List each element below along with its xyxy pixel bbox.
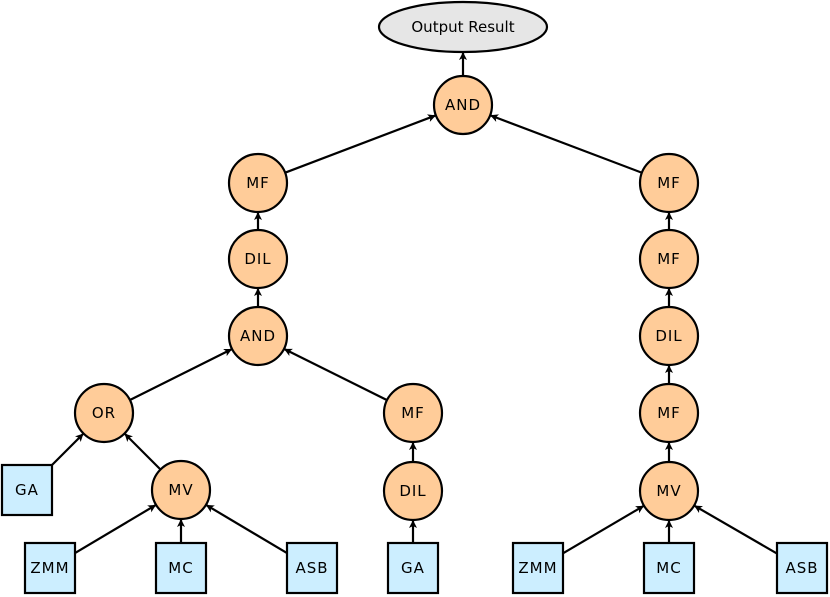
operator-node-and_l: AND	[227, 305, 289, 367]
edge-zmm_l-to-mv_l	[74, 503, 157, 555]
input-label: MC	[168, 559, 193, 577]
input-label: ASB	[785, 559, 818, 577]
operator-circle	[227, 152, 289, 214]
input-box	[386, 541, 440, 595]
operator-label: MF	[657, 250, 681, 268]
edge-zmm_r-to-mv_r	[562, 504, 645, 555]
operator-label: MF	[246, 174, 270, 192]
operator-circle	[382, 382, 444, 444]
operator-circle	[150, 459, 212, 521]
operator-circle	[638, 305, 700, 367]
operator-label: MF	[657, 404, 681, 422]
operator-label: DIL	[655, 327, 682, 345]
operator-node-dil_r: DIL	[638, 305, 700, 367]
edge-or_l-to-and_l	[129, 347, 233, 402]
input-node-ga_1: GA	[0, 463, 54, 517]
operator-label: MV	[168, 481, 193, 499]
operator-node-and_top: AND	[432, 74, 494, 136]
operator-circle	[432, 74, 494, 136]
operator-label: OR	[92, 404, 116, 422]
operator-circle	[638, 152, 700, 214]
edge-mv_l-to-or_l	[123, 432, 162, 471]
operator-node-dil_l2: DIL	[382, 460, 444, 522]
operator-label: AND	[240, 327, 276, 345]
edge-asb_l-to-mv_l	[205, 503, 288, 555]
edge-mf_r1-to-and_top	[489, 114, 643, 174]
operator-node-mv_r: MV	[638, 460, 700, 522]
input-label: ASB	[295, 559, 328, 577]
input-label: MC	[656, 559, 681, 577]
input-box	[154, 541, 208, 595]
operator-node-mf_r1: MF	[638, 152, 700, 214]
operator-node-or_l: OR	[73, 382, 135, 444]
operator-circle	[227, 228, 289, 290]
input-box	[0, 463, 54, 517]
input-label: GA	[15, 481, 39, 499]
operator-label: MV	[656, 482, 681, 500]
edge-mf_l1-to-and_top	[284, 114, 437, 174]
input-label: GA	[401, 559, 425, 577]
operator-label: MF	[657, 174, 681, 192]
operator-circle	[638, 228, 700, 290]
output-node-label: Output Result	[411, 18, 514, 36]
input-box	[23, 541, 77, 595]
edge-ga_1-to-or_l	[51, 432, 85, 466]
input-node-zmm_l: ZMM	[23, 541, 77, 595]
operator-label: DIL	[399, 482, 426, 500]
input-box	[642, 541, 696, 595]
edge-asb_r-to-mv_r	[693, 504, 778, 555]
operator-node-mf_l2: MF	[382, 382, 444, 444]
output-node: Output Result	[377, 0, 549, 54]
input-node-ga_2: GA	[386, 541, 440, 595]
operator-circle	[227, 305, 289, 367]
input-box	[511, 541, 565, 595]
input-node-asb_l: ASB	[285, 541, 339, 595]
operator-node-mf_r2: MF	[638, 228, 700, 290]
edge-mf_l2-to-and_l	[283, 347, 388, 402]
operator-circle	[638, 382, 700, 444]
operator-label: MF	[401, 404, 425, 422]
operator-circle	[382, 460, 444, 522]
input-node-asb_r: ASB	[775, 541, 829, 595]
input-box	[285, 541, 339, 595]
operator-node-dil_l1: DIL	[227, 228, 289, 290]
input-node-zmm_r: ZMM	[511, 541, 565, 595]
input-label: ZMM	[30, 559, 69, 577]
input-label: ZMM	[518, 559, 557, 577]
input-node-mc_l: MC	[154, 541, 208, 595]
operator-label: DIL	[244, 250, 271, 268]
output-ellipse	[377, 0, 549, 54]
operator-label: AND	[445, 96, 481, 114]
input-node-mc_r: MC	[642, 541, 696, 595]
operator-circle	[73, 382, 135, 444]
edges-layer	[51, 52, 778, 555]
input-box	[775, 541, 829, 595]
operator-node-mv_l: MV	[150, 459, 212, 521]
operator-circle	[638, 460, 700, 522]
operator-node-mf_l1: MF	[227, 152, 289, 214]
operator-node-mf_r3: MF	[638, 382, 700, 444]
